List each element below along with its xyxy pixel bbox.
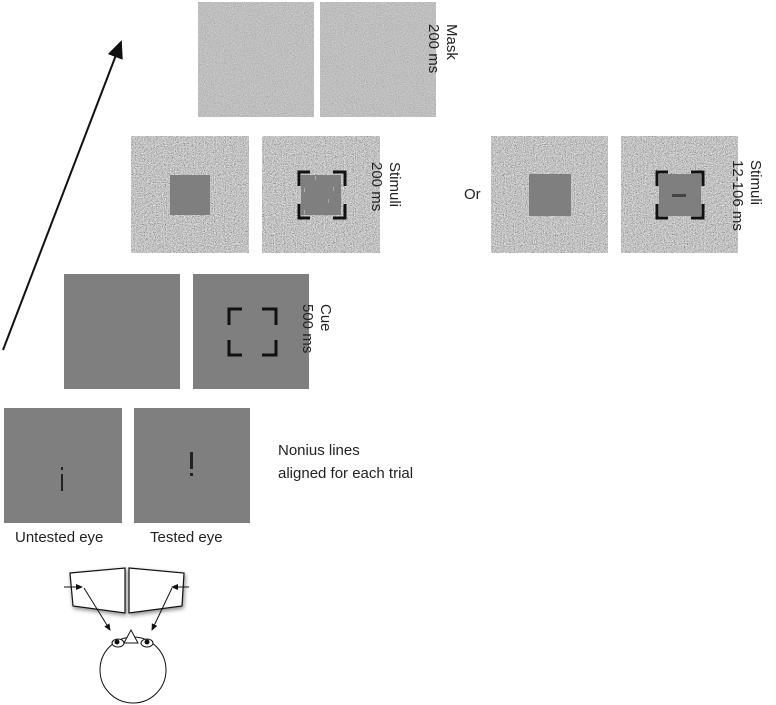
tested-eye-label: Tested eye (150, 529, 223, 546)
nonius-panel-tested (134, 408, 250, 523)
mask-title: Mask (443, 24, 460, 60)
head-icon (99, 628, 167, 704)
nonius-panel-untested (4, 408, 122, 523)
stimuli-duration: 200 ms (368, 162, 385, 212)
or-label: Or (464, 186, 481, 203)
stimuli-alt-panel-left (491, 136, 608, 253)
nonius-line2: aligned for each trial (278, 465, 414, 482)
cue-frame (297, 170, 347, 220)
cue-panel-right (193, 274, 309, 389)
nonius-label: Nonius lines aligned for each trial (278, 439, 413, 485)
cue-duration: 500 ms (299, 304, 316, 354)
stimuli-alt-duration: 12-106 ms (729, 160, 746, 231)
cue-panel-left (64, 274, 180, 389)
stimuli-alt-title: Stimuli (747, 160, 764, 206)
target-line (672, 194, 686, 197)
stereoscope-icon (64, 567, 189, 631)
mask-panel-left (198, 2, 314, 117)
stimuli-panel-right (262, 136, 380, 253)
time-arrow (2, 40, 123, 351)
nonius-line1: Nonius lines (278, 442, 360, 459)
mask-duration: 200 ms (425, 24, 442, 74)
cue-title: Cue (317, 304, 334, 332)
mask-panel-right (320, 2, 436, 117)
untested-eye-label: Untested eye (15, 529, 104, 546)
stimuli-alt-panel-right (621, 136, 738, 253)
stimuli-panel-left (131, 136, 249, 253)
stimuli-title: Stimuli (386, 162, 403, 208)
